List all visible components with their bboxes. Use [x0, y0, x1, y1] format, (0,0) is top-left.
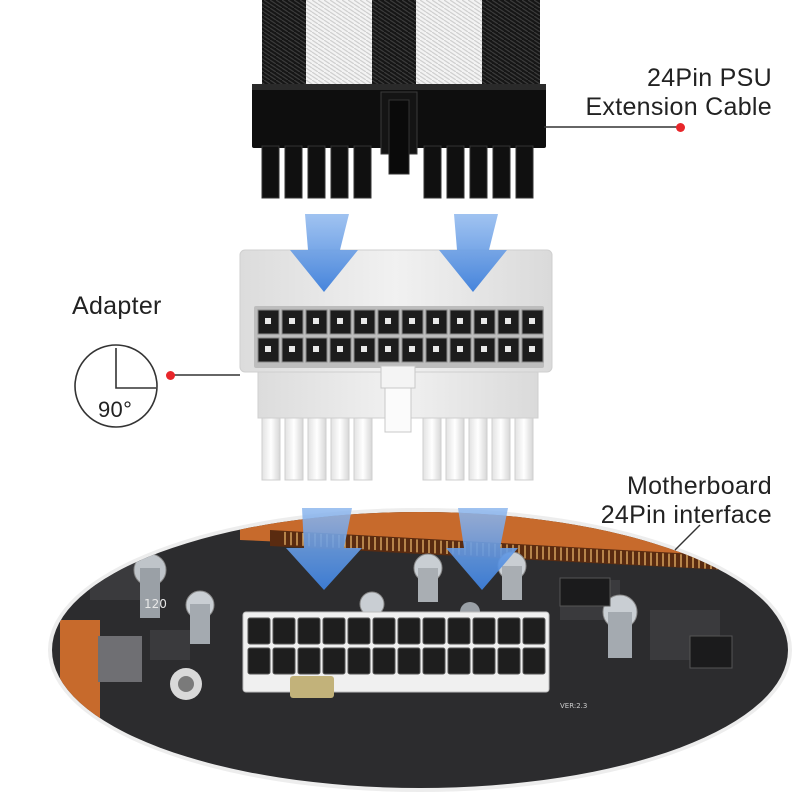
mb-socket-cell	[472, 647, 496, 675]
socket-cell	[377, 337, 400, 363]
socket-cell	[521, 337, 544, 363]
mb-socket-cell	[447, 647, 471, 675]
version-text: VER:2.3	[560, 702, 587, 710]
psu-connector	[252, 84, 546, 199]
motherboard-closeup: 120 VER:2.3	[48, 508, 792, 792]
socket-cell	[305, 337, 328, 363]
mb-socket-cell	[247, 617, 271, 645]
adapter-pin	[284, 417, 304, 481]
mb-socket-cell	[297, 617, 321, 645]
mb-socket-cell	[447, 617, 471, 645]
adapter-pin	[468, 417, 488, 481]
adapter-pin	[330, 417, 350, 481]
mb-socket-cell	[272, 647, 296, 675]
adapter-socket-grid	[257, 309, 544, 363]
mb-socket-cell	[497, 617, 521, 645]
mb-socket-cell	[472, 617, 496, 645]
down-arrow-icon	[290, 214, 507, 292]
right-angle-icon	[74, 344, 158, 428]
socket-cell	[473, 309, 496, 335]
mb-socket-cell	[497, 647, 521, 675]
socket-cell	[281, 309, 304, 335]
socket-cell	[449, 337, 472, 363]
socket-cell	[305, 309, 328, 335]
socket-cell	[329, 337, 352, 363]
socket-cell	[257, 309, 280, 335]
socket-cell	[353, 337, 376, 363]
mb-socket-cell	[422, 617, 446, 645]
adapter-pin	[491, 417, 511, 481]
mb-socket-cell	[272, 617, 296, 645]
motherboard-leader-line	[674, 524, 701, 551]
socket-cell	[449, 309, 472, 335]
adapter-marker-dot	[166, 371, 175, 380]
adapter-pin	[422, 417, 442, 481]
socket-cell	[257, 337, 280, 363]
socket-cell	[473, 337, 496, 363]
adapter-pin	[307, 417, 327, 481]
adapter-body	[239, 249, 553, 481]
angle-label: 90°	[98, 397, 133, 422]
cable-label: 24Pin PSU Extension Cable	[585, 64, 772, 122]
motherboard-label-line-2: 24Pin interface	[600, 501, 772, 529]
socket-cell	[425, 309, 448, 335]
mb-socket-cell	[522, 647, 546, 675]
socket-cell	[497, 337, 520, 363]
socket-cell	[401, 309, 424, 335]
socket-cell	[353, 309, 376, 335]
cable-label-line-2: Extension Cable	[585, 93, 772, 121]
motherboard-label: Motherboard 24Pin interface	[601, 472, 772, 530]
down-arrow-icon	[286, 508, 518, 590]
adapter-pin	[353, 417, 373, 481]
mb-socket-cell	[422, 647, 446, 675]
silk-120: 120	[144, 597, 167, 611]
mb-socket-cell	[322, 647, 346, 675]
mb-socket-cell	[347, 617, 371, 645]
adapter-pins	[261, 417, 534, 481]
mb-socket-cell	[372, 647, 396, 675]
braided-cables	[262, 0, 540, 86]
mb-socket-cell	[247, 647, 271, 675]
adapter-pin	[514, 417, 534, 481]
socket-cell	[401, 337, 424, 363]
socket-cell	[377, 309, 400, 335]
mb-socket-cell	[397, 647, 421, 675]
mb-socket-cell	[347, 647, 371, 675]
mb-socket-cell	[397, 617, 421, 645]
cable-label-line-1: 24Pin PSU	[647, 64, 772, 92]
cable-marker-dot	[676, 123, 685, 132]
mb-socket-cell	[297, 647, 321, 675]
socket-cell	[521, 309, 544, 335]
mb-socket-cell	[522, 617, 546, 645]
mb-socket-cell	[372, 617, 396, 645]
motherboard-label-line-1: Motherboard	[626, 472, 772, 500]
adapter-pin	[445, 417, 465, 481]
mb-socket-cell	[322, 617, 346, 645]
socket-cell	[425, 337, 448, 363]
socket-cell	[497, 309, 520, 335]
adapter-pin	[261, 417, 281, 481]
motherboard-24pin-socket	[242, 611, 550, 698]
adapter-label: Adapter	[72, 292, 162, 320]
socket-cell	[281, 337, 304, 363]
socket-cell	[329, 309, 352, 335]
